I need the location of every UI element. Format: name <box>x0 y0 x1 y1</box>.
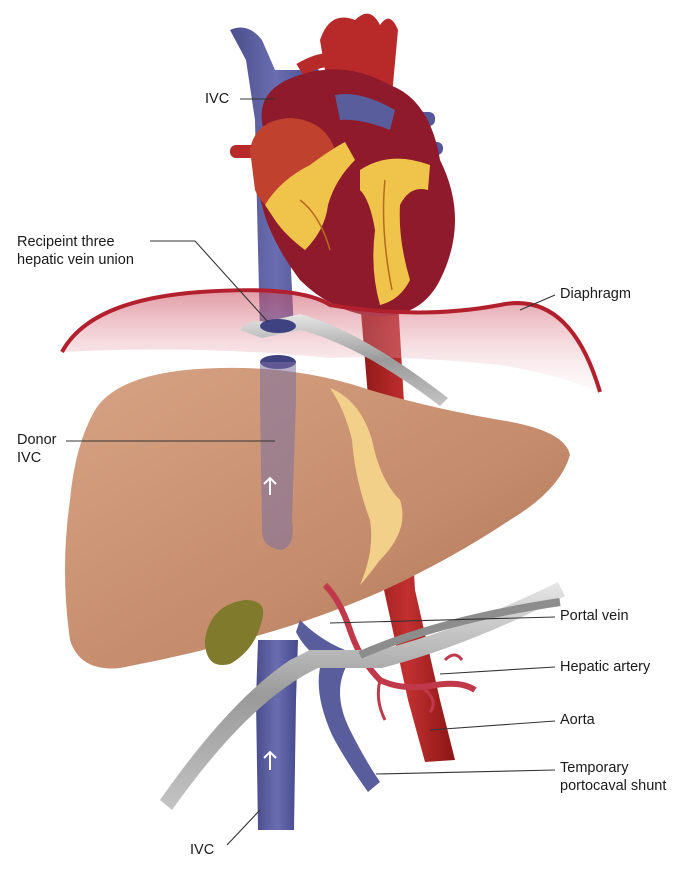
label-shunt-line2: portocaval shunt <box>560 778 666 795</box>
label-portal-vein: Portal vein <box>560 608 629 625</box>
label-recipient-line2: hepatic vein union <box>17 252 134 269</box>
donor-ivc <box>260 355 296 550</box>
label-ivc-top: IVC <box>205 91 229 108</box>
label-donor-line2: IVC <box>17 450 41 467</box>
diaphragm <box>62 290 600 392</box>
label-hepatic-artery: Hepatic artery <box>560 659 650 676</box>
label-donor-line1: Donor <box>17 432 57 449</box>
label-ivc-bottom: IVC <box>190 842 214 859</box>
label-diaphragm: Diaphragm <box>560 286 631 303</box>
label-aorta: Aorta <box>560 712 595 729</box>
leader-ivc-bottom <box>227 810 260 845</box>
leader-shunt <box>376 770 555 774</box>
leader-aorta <box>430 721 555 730</box>
leader-hepatic-artery <box>440 667 555 674</box>
label-shunt-line1: Temporary <box>560 760 629 777</box>
leader-portal-vein <box>330 617 555 623</box>
portal-vein-shunt <box>296 620 380 792</box>
label-recipient-line1: Recipeint three <box>17 234 115 251</box>
